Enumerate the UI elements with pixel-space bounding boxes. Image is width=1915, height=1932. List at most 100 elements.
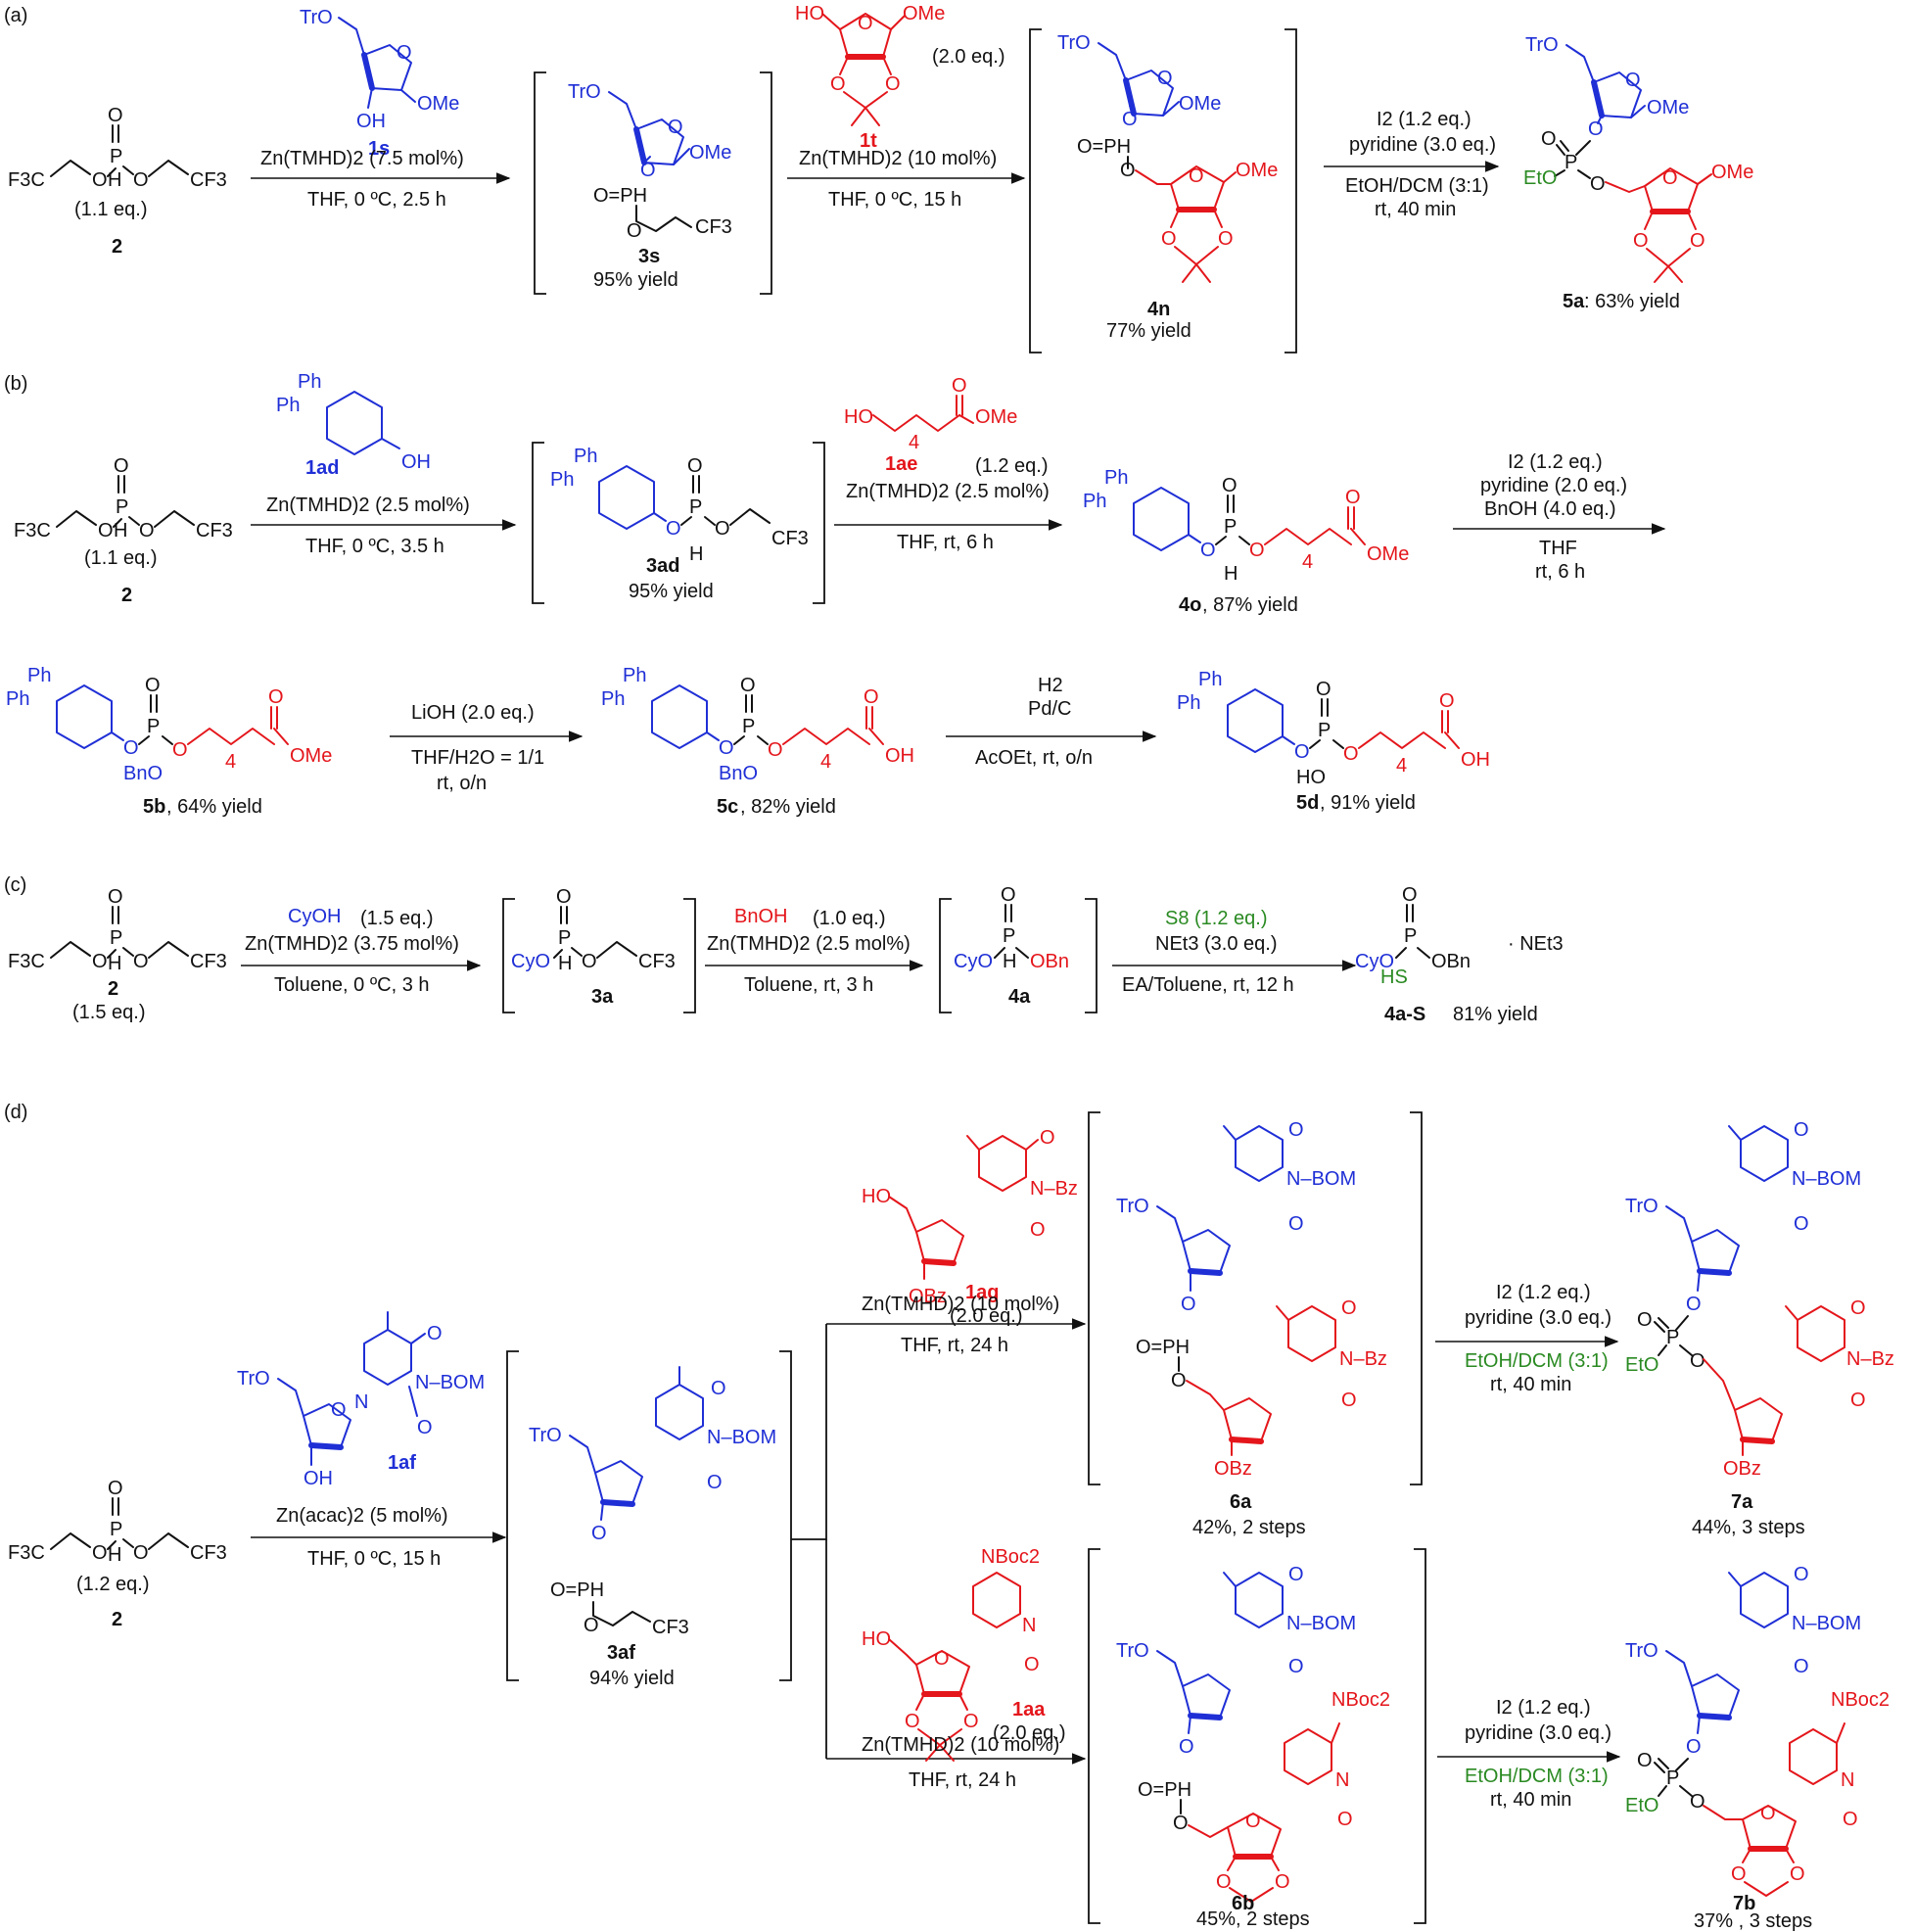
conditions-b5: H2 Pd/C AcOEt, rt, o/n (946, 675, 1157, 769)
svg-text:O: O (145, 675, 161, 696)
svg-text:N: N (1022, 1615, 1036, 1636)
svg-text:OBn: OBn (1030, 951, 1069, 972)
svg-text:O: O (1633, 230, 1649, 252)
svg-text:N–BOM: N–BOM (707, 1427, 776, 1448)
svg-text:TrO: TrO (300, 7, 333, 28)
svg-text:TrO: TrO (1625, 1640, 1658, 1662)
svg-text:OMe: OMe (1179, 93, 1221, 115)
intermediate-3ad: Ph Ph O P O H O CF3 3ad 95% yield (550, 446, 809, 602)
svg-text:3s: 3s (638, 246, 660, 267)
svg-text:CF3: CF3 (771, 528, 809, 549)
svg-text:EtOH/DCM (3:1): EtOH/DCM (3:1) (1465, 1350, 1609, 1372)
svg-text:O: O (108, 886, 123, 908)
conditions-d3a: I2 (1.2 eq.) pyridine (3.0 eq.) EtOH/DCM… (1435, 1282, 1619, 1395)
svg-text:(1.2 eq.): (1.2 eq.) (76, 1574, 149, 1595)
svg-text:(1.0 eq.): (1.0 eq.) (813, 908, 885, 929)
start-equiv: (1.1 eq.) (74, 199, 147, 220)
svg-text:O: O (1189, 165, 1204, 187)
svg-text:THF, 0 ºC, 15 h: THF, 0 ºC, 15 h (307, 1548, 441, 1570)
svg-text:O: O (719, 737, 734, 759)
svg-text:O=PH: O=PH (1136, 1337, 1190, 1358)
svg-text:O: O (885, 73, 901, 95)
svg-text:O: O (1625, 70, 1641, 91)
svg-text:Ph: Ph (550, 469, 574, 491)
svg-text:P: P (147, 716, 160, 737)
svg-text:THF, rt, 24 h: THF, rt, 24 h (909, 1769, 1016, 1791)
svg-text:O: O (1402, 884, 1418, 906)
svg-text:94% yield: 94% yield (589, 1668, 675, 1689)
svg-text:N–BOM: N–BOM (1792, 1613, 1861, 1634)
svg-text:O: O (707, 1472, 723, 1493)
f3c-group: F3C (8, 169, 45, 191)
start-material-2-a: F3C O P O H O CF3 (1.1 eq.) 2 (8, 105, 227, 258)
svg-text:N–Bz: N–Bz (1339, 1348, 1387, 1370)
svg-text:O: O (1794, 1119, 1809, 1141)
svg-text:O: O (1850, 1297, 1866, 1319)
svg-text:P: P (1224, 516, 1237, 538)
svg-text:O: O (1288, 1213, 1304, 1235)
svg-text:O: O (1590, 173, 1606, 195)
svg-text:(2.0 eq.): (2.0 eq.) (950, 1305, 1022, 1327)
svg-text:I2 (1.2 eq.): I2 (1.2 eq.) (1496, 1282, 1591, 1303)
svg-text:95% yield: 95% yield (629, 581, 714, 602)
svg-text:OMe: OMe (1236, 160, 1278, 181)
start-material-2-c: F3C O P O H O CF3 2 (1.5 eq.) (8, 886, 227, 1023)
svg-text:77% yield: 77% yield (1106, 320, 1191, 342)
svg-text:O: O (1686, 1736, 1702, 1758)
svg-text:2: 2 (121, 585, 132, 606)
reagent-1t: HO O OMe O O 1t (795, 3, 945, 152)
svg-text:44%, 3 steps: 44%, 3 steps (1692, 1517, 1805, 1538)
svg-text:P: P (1565, 152, 1577, 173)
svg-text:THF/H2O = 1/1: THF/H2O = 1/1 (411, 747, 544, 769)
svg-text:O: O (1179, 1736, 1194, 1758)
intermediate-3s: TrO O OMe O O=PH O CF3 3s 95% yield (568, 81, 732, 291)
svg-text:Ph: Ph (574, 446, 597, 467)
svg-text:BnOH (4.0 eq.): BnOH (4.0 eq.) (1484, 498, 1616, 520)
svg-text:OMe: OMe (975, 406, 1017, 428)
svg-text:Zn(TMHD)2 (2.5 mol%): Zn(TMHD)2 (2.5 mol%) (266, 495, 470, 516)
svg-text:OMe: OMe (290, 745, 332, 767)
svg-text:H: H (114, 520, 127, 542)
svg-text:CyO: CyO (954, 951, 993, 972)
svg-text:4: 4 (820, 751, 831, 773)
svg-text:1ag: 1ag (965, 1282, 999, 1303)
svg-text:TrO: TrO (529, 1425, 562, 1446)
svg-text:O: O (1181, 1294, 1196, 1315)
svg-text:CF3: CF3 (190, 1542, 227, 1564)
svg-text:O: O (711, 1378, 726, 1399)
product-4a-s: CyO P O HS OBn · NEt3 4a-S 81% yield (1355, 884, 1564, 1025)
svg-text:5b: 5b (143, 796, 165, 818)
svg-text:AcOEt, rt, o/n: AcOEt, rt, o/n (975, 747, 1093, 769)
product-7a: O N–BOM O TrO O P O EtO O O N–Bz O (1625, 1119, 1894, 1538)
svg-text:42%, 2 steps: 42%, 2 steps (1192, 1517, 1306, 1538)
panel-c-label: (c) (4, 874, 26, 896)
svg-text:O: O (640, 160, 656, 181)
svg-text:O: O (1040, 1127, 1055, 1149)
svg-text:CF3: CF3 (652, 1617, 689, 1638)
svg-text:O: O (584, 1615, 599, 1636)
svg-text:O: O (1343, 743, 1359, 765)
svg-text:O: O (1216, 1871, 1232, 1893)
intermediate-4a: CyO P O H OBn 4a (954, 884, 1069, 1008)
svg-text:O: O (666, 518, 681, 540)
svg-text:P: P (1003, 925, 1015, 947)
svg-text:Ph: Ph (601, 688, 625, 710)
svg-text:5a: 5a (1563, 291, 1585, 312)
svg-text:pyridine (3.0 eq.): pyridine (3.0 eq.) (1465, 1307, 1611, 1329)
svg-text:(1.2 eq.): (1.2 eq.) (975, 455, 1048, 477)
svg-text:3a: 3a (591, 986, 614, 1008)
svg-text:O: O (92, 1542, 108, 1564)
svg-text:O: O (591, 1523, 607, 1544)
svg-text:P: P (110, 146, 122, 167)
svg-text:NBoc2: NBoc2 (1831, 1689, 1890, 1711)
svg-text:HO: HO (795, 3, 824, 24)
svg-text:Ph: Ph (298, 371, 321, 393)
intermediate-6b: O N–BOM O TrO O O=PH O NBoc2 N O O O O (1116, 1564, 1390, 1930)
svg-text:HO: HO (1296, 767, 1326, 788)
svg-text:O: O (1157, 68, 1173, 89)
svg-text:O: O (1120, 160, 1136, 181)
svg-text:pyridine (3.0 eq.): pyridine (3.0 eq.) (1349, 134, 1496, 156)
svg-text:rt, 40 min: rt, 40 min (1490, 1789, 1571, 1811)
svg-text:Zn(TMHD)2 (2.5 mol%): Zn(TMHD)2 (2.5 mol%) (707, 933, 911, 955)
svg-text:O: O (1337, 1809, 1353, 1830)
